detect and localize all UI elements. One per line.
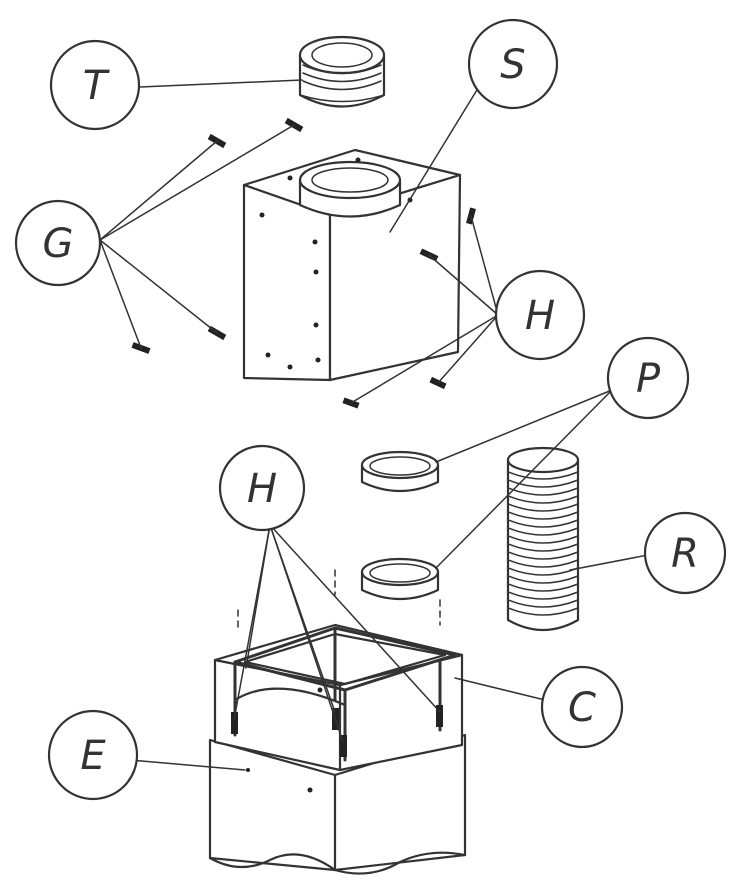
label-p: P: [636, 356, 661, 402]
part-e-lower-chimney: [208, 733, 467, 875]
part-r-flex-duct: [506, 446, 580, 631]
leader-lines: [99, 79, 649, 771]
callout-r: R: [643, 511, 727, 595]
label-h-lower: H: [247, 466, 277, 512]
callout-e: E: [47, 709, 139, 801]
callout-s: S: [467, 18, 559, 110]
part-s-upper-box: [242, 148, 462, 382]
label-c: C: [568, 685, 596, 731]
part-t-connector: [298, 35, 386, 108]
part-p-rings: [360, 450, 440, 601]
callout-c: C: [540, 665, 624, 749]
callout-h-lower: H: [218, 444, 306, 532]
callout-g: G: [14, 199, 102, 287]
label-r: R: [671, 531, 699, 577]
callout-t: T: [49, 39, 141, 131]
callout-p: P: [606, 336, 690, 420]
callout-h-upper: H: [494, 269, 586, 361]
label-t: T: [83, 63, 111, 109]
label-h-upper: H: [525, 293, 555, 339]
label-e: E: [80, 733, 106, 779]
label-s: S: [500, 42, 525, 88]
label-g: G: [43, 221, 74, 267]
